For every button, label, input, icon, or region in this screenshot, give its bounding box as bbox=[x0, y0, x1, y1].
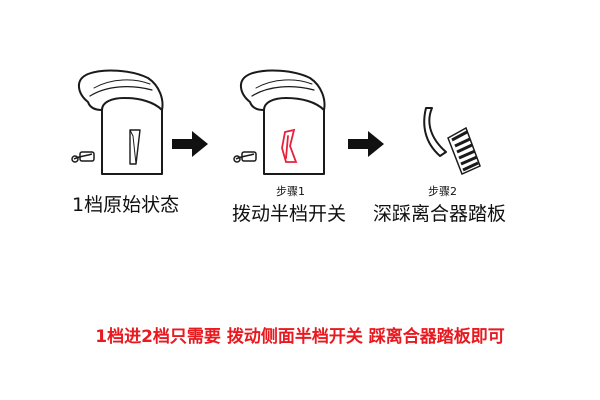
step-1-label: 步骤1 bbox=[276, 185, 305, 198]
step-2-caption: 深踩离合器踏板 bbox=[373, 203, 507, 225]
step-1-caption: 拨动半档开关 bbox=[232, 203, 347, 225]
step-0-caption: 1档原始状态 bbox=[72, 194, 180, 216]
pedal-pad-icon bbox=[447, 126, 481, 176]
gear-lever-switch-illustration bbox=[233, 69, 326, 175]
arrow-right-icon bbox=[172, 131, 208, 157]
gear-lever-original-illustration bbox=[71, 69, 164, 175]
arrow-right-icon bbox=[348, 131, 384, 157]
gear-cable-icon bbox=[71, 151, 95, 163]
half-gear-switch-icon bbox=[281, 128, 298, 163]
gear-cable-icon bbox=[233, 151, 257, 163]
summary-instruction: 1档进2档只需要 拨动侧面半档开关 踩离合器踏板即可 bbox=[95, 327, 505, 347]
clutch-pedal-illustration bbox=[423, 107, 481, 176]
step-2-label: 步骤2 bbox=[428, 185, 457, 198]
